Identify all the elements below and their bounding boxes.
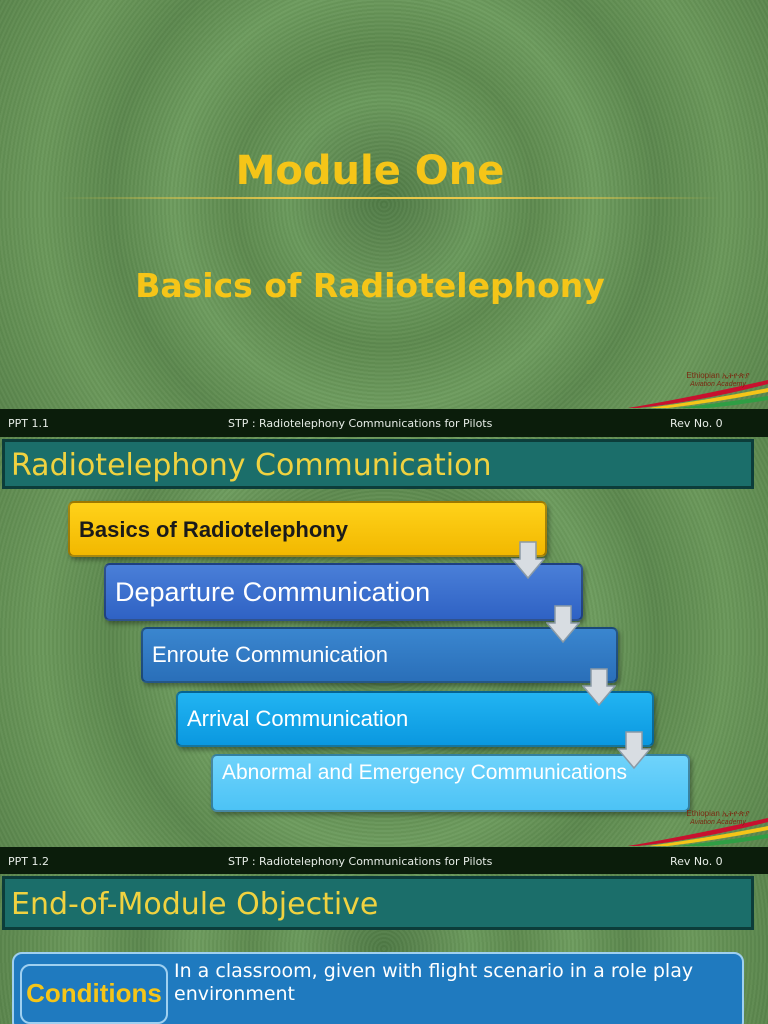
footer-course-title: STP : Radiotelephony Communications for …: [228, 855, 493, 868]
footer-slide-number: PPT 1.1: [8, 417, 49, 430]
step-label: Basics of Radiotelephony: [79, 517, 348, 542]
title-divider: [60, 197, 720, 199]
logo-name: Ethiopian ኢትዮጵያ: [686, 371, 750, 380]
step-label: Enroute Communication: [152, 642, 389, 667]
slide-footer-1: PPT 1.1 STP : Radiotelephony Communicati…: [0, 409, 768, 437]
step-abnormal-emergency: Abnormal and Emergency Communications: [211, 754, 690, 812]
down-arrow-icon: [617, 731, 651, 769]
step-arrival: Arrival Communication: [176, 691, 654, 747]
logo-swoosh-icon: [628, 380, 768, 408]
slide-module-one: Module One Basics of Radiotelephony: [0, 0, 768, 409]
logo-academy: Aviation Academy: [690, 381, 746, 388]
slide-title-bar: Radiotelephony Communication: [2, 439, 754, 489]
footer-course-title: STP : Radiotelephony Communications for …: [228, 417, 493, 430]
down-arrow-icon: [582, 668, 616, 706]
module-title: Module One: [235, 148, 505, 194]
footer-revision: Rev No. 0: [670, 855, 723, 868]
ethiopian-academy-logo: Ethiopian ኢትዮጵያ Aviation Academy: [628, 368, 768, 408]
logo-academy: Aviation Academy: [690, 819, 746, 826]
step-departure: Departure Communication: [104, 563, 583, 621]
step-label: Departure Communication: [115, 577, 431, 607]
ethiopian-academy-logo: Ethiopian ኢትዮጵያ Aviation Academy: [628, 806, 768, 846]
conditions-text: In a classroom, given with flight scenar…: [174, 960, 694, 1005]
slide-radiotelephony-communication: Radiotelephony Communication Basics of R…: [0, 437, 768, 847]
step-label: Abnormal and Emergency Communications: [222, 761, 628, 784]
slide-footer-2: PPT 1.2 STP : Radiotelephony Communicati…: [0, 847, 768, 875]
step-label: Arrival Communication: [187, 706, 409, 731]
footer-revision: Rev No. 0: [670, 417, 723, 430]
step-enroute: Enroute Communication: [141, 627, 618, 683]
conditions-label: Conditions: [26, 978, 162, 1008]
conditions-box: Conditions In a classroom, given with fl…: [12, 952, 744, 1024]
logo-swoosh-icon: [628, 818, 768, 846]
slide-title: Radiotelephony Communication: [11, 448, 492, 483]
down-arrow-icon: [511, 541, 545, 579]
conditions-label-box: Conditions: [20, 964, 168, 1024]
step-basics: Basics of Radiotelephony: [68, 501, 547, 557]
slide-title: End-of-Module Objective: [11, 887, 379, 922]
slide-end-of-module-objective: End-of-Module Objective Conditions In a …: [0, 874, 768, 1024]
footer-slide-number: PPT 1.2: [8, 855, 49, 868]
slide-title-bar: End-of-Module Objective: [2, 876, 754, 930]
down-arrow-icon: [546, 605, 580, 643]
logo-name: Ethiopian ኢትዮጵያ: [686, 809, 750, 818]
module-subtitle: Basics of Radiotelephony: [135, 266, 605, 305]
